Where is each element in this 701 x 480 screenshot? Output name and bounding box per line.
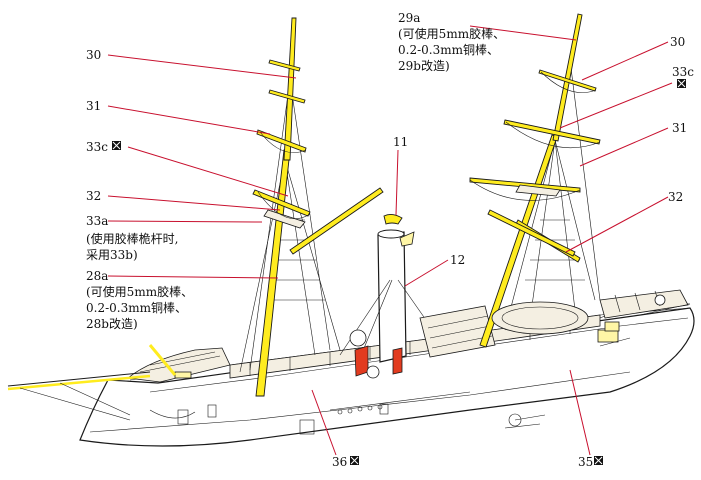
label-35: 35 [578, 455, 593, 469]
label-12: 12 [450, 253, 465, 267]
label-33a-note-2: 采用33b) [86, 248, 138, 262]
label-29a-note-2: 0.2-0.3mm铜棒、 [398, 42, 499, 57]
forecastle [127, 347, 231, 383]
label-33a: 33a [86, 214, 108, 228]
aft-deck-round [491, 301, 589, 335]
crossed-box-icon [350, 456, 359, 465]
label-33c-left: 33c [86, 140, 108, 154]
label-32-right: 32 [668, 190, 683, 204]
crossed-box-icon [594, 456, 603, 465]
label-33c-right: 33c [672, 65, 694, 79]
main-mast [469, 13, 601, 348]
anchor-chain [149, 409, 196, 419]
crossed-box-icon [112, 141, 121, 150]
crossed-box-icon [677, 79, 686, 88]
label-29a-note-1: (可使用5mm胶棒、 [398, 26, 505, 41]
label-30-right: 30 [670, 35, 685, 49]
small-gun-carriage [504, 413, 546, 429]
label-30-left: 30 [86, 48, 101, 62]
label-28a-note-1: (可使用5mm胶棒、 [86, 284, 193, 299]
label-33a-note-1: (使用胶棒桅杆时, [86, 231, 179, 246]
callout-labels: 30 31 33c 32 33a (使用胶棒桅杆时, 采用33b) 28a (可… [86, 11, 694, 469]
fore-mast [239, 17, 384, 397]
label-28a-note-2: 0.2-0.3mm铜棒、 [86, 300, 187, 315]
poop-deck [597, 289, 691, 347]
label-32-left: 32 [86, 189, 101, 203]
label-11: 11 [393, 135, 408, 149]
bowsprit [7, 344, 177, 421]
deckhouse [419, 305, 496, 358]
label-28a-note-3: 28b改造) [86, 317, 138, 331]
label-31-left: 31 [86, 99, 101, 113]
label-29a: 29a [398, 11, 420, 25]
label-31-right: 31 [672, 121, 687, 135]
leader-lines [107, 25, 673, 456]
funnel [339, 213, 441, 379]
label-36: 36 [332, 455, 347, 469]
label-28a: 28a [86, 269, 108, 283]
label-29a-note-3: 29b改造) [398, 59, 450, 73]
